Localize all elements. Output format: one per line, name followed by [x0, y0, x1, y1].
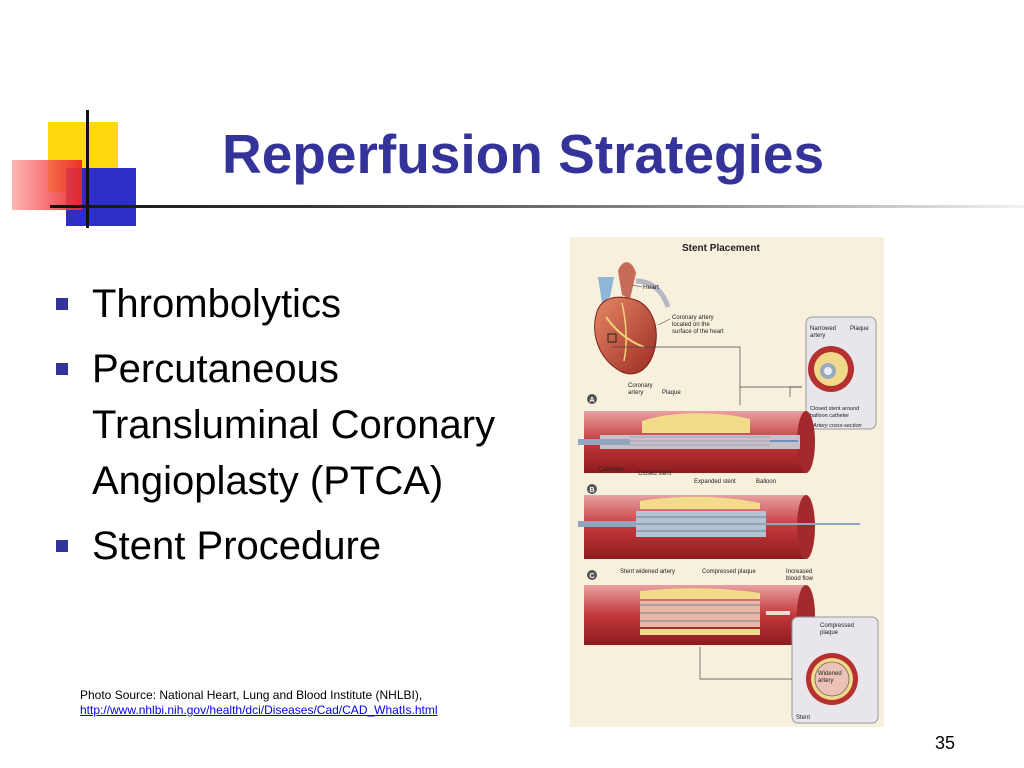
bullet-item: Thrombolytics: [56, 276, 526, 332]
label-narrowed-artery-2: artery: [810, 333, 825, 339]
bullet-text: Stent Procedure: [92, 524, 382, 568]
label-heart: Heart: [643, 284, 659, 291]
square-bullet-icon: [56, 540, 68, 552]
bullet-text: Thrombolytics: [92, 282, 341, 326]
label-increased-blood-flow-2: blood flow: [786, 576, 814, 582]
label-compressed-plaque-inset-2: plaque: [820, 630, 839, 636]
slide-number: 35: [935, 733, 956, 753]
artery-step-b: [578, 495, 860, 559]
slide-title: Reperfusion Strategies: [222, 123, 825, 185]
label-catheters: Catheters: [598, 467, 624, 473]
label-artery-cross-section: Artery cross-section: [812, 423, 862, 429]
label-widened-artery-2: artery: [818, 678, 833, 684]
bullet-item: Stent Procedure: [56, 518, 526, 574]
label-plaque: Plaque: [662, 390, 681, 396]
label-expanded-stent: Expanded stent: [694, 479, 736, 485]
bullet-text: Percutaneous Transluminal Coronary Angio…: [92, 347, 496, 503]
step-b-label: B: [590, 487, 595, 494]
step-c-badge: [587, 570, 597, 580]
photo-source-caption: Photo Source: National Heart, Lung and B…: [80, 688, 550, 718]
label-closed-stent: Closed stent: [638, 471, 672, 477]
label-stent: Stent: [796, 715, 810, 721]
label-compressed-plaque-inset: Compressed: [820, 623, 854, 629]
square-bullet-icon: [56, 298, 68, 310]
label-plaque-inset: Plaque: [850, 326, 869, 332]
corner-logo-decoration: [0, 0, 1024, 230]
red-square-shape: [12, 160, 82, 210]
square-bullet-icon: [56, 363, 68, 375]
step-a-label: A: [590, 397, 595, 404]
label-closed-stent-inset-2: balloon catheter: [810, 413, 849, 419]
source-link[interactable]: http://www.nhlbi.nih.gov/health/dci/Dise…: [80, 703, 438, 717]
label-balloon: Balloon: [756, 479, 776, 485]
step-c-label: C: [590, 573, 595, 580]
vertical-rule: [86, 110, 89, 228]
label-coronary-artery-surface: Coronary artery: [672, 315, 714, 321]
stent-placement-diagram: Stent Placement Heart Coronary artery lo…: [578, 243, 879, 724]
narrowed-artery-inset: [805, 316, 877, 430]
source-text: Photo Source: National Heart, Lung and B…: [80, 688, 423, 702]
step-b-badge: [587, 484, 597, 494]
label-compressed-plaque: Compressed plaque: [702, 569, 756, 575]
title-underline-rule: [50, 205, 1024, 208]
label-closed-stent-inset: Closed stent around: [810, 406, 859, 412]
label-coronary-artery-2: artery: [628, 390, 643, 396]
widened-artery-inset: [791, 616, 879, 724]
stent-placement-illustration: Stent Placement Heart Coronary artery lo…: [570, 237, 884, 727]
label-coronary-artery-surface-2: located on the: [672, 322, 710, 328]
label-widened-artery: Widened: [818, 671, 842, 677]
label-narrowed-artery: Narrowed: [810, 326, 836, 332]
step-a-badge: [587, 394, 597, 404]
artery-step-a: [578, 411, 815, 473]
figure-title: Stent Placement: [682, 243, 760, 254]
label-stent-widened-artery: Stent widened artery: [620, 569, 675, 575]
heart-illustration: [594, 262, 671, 375]
bullet-list: Thrombolytics Percutaneous Transluminal …: [56, 276, 526, 583]
label-coronary-artery-surface-3: surface of the heart: [672, 329, 724, 335]
label-coronary-artery: Coronary: [628, 383, 653, 389]
artery-step-c: [584, 585, 815, 645]
label-increased-blood-flow: Increased: [786, 569, 812, 575]
bullet-item: Percutaneous Transluminal Coronary Angio…: [56, 341, 526, 509]
